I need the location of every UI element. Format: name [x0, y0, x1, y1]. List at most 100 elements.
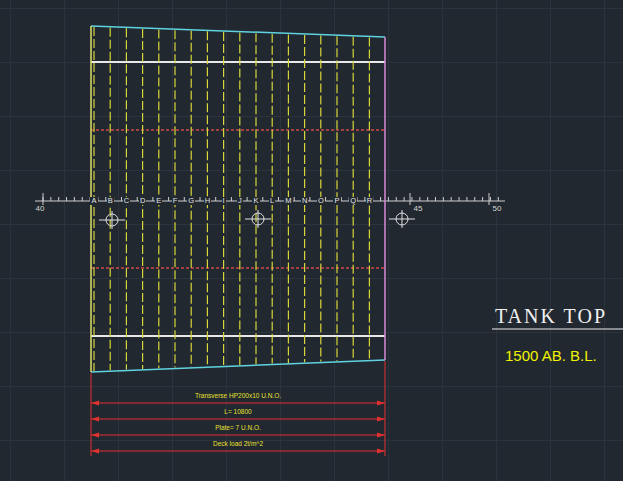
- frame-tick: [466, 197, 467, 201]
- frame-tick: [388, 197, 389, 201]
- frame-tick: [200, 197, 201, 201]
- frame-tick-major: [43, 193, 44, 205]
- dimension-arrow: [91, 417, 99, 422]
- girder-line: [91, 129, 385, 131]
- plate-edge: [91, 26, 385, 37]
- dimension-arrow: [91, 401, 99, 406]
- frame-letter: A: [90, 197, 97, 205]
- centreline-symbol: [389, 210, 415, 228]
- frame-letter: B: [107, 197, 114, 205]
- frame-letter: G: [187, 197, 195, 205]
- dimension-line: [91, 403, 385, 404]
- dimension-line: [91, 419, 385, 420]
- frame-letter: E: [155, 197, 162, 205]
- frame-letter: N: [301, 197, 308, 205]
- plate-edge: [91, 360, 385, 372]
- grid-line: [118, 0, 119, 481]
- dimension-arrow: [377, 417, 385, 422]
- frame-tick: [168, 197, 169, 201]
- grid-line: [0, 170, 623, 171]
- grid-line: [0, 440, 623, 441]
- frame-number: 50: [492, 205, 503, 213]
- frame-tick: [231, 197, 232, 201]
- frame-tick: [58, 197, 59, 201]
- grid-line: [604, 0, 605, 481]
- frame-tick: [474, 197, 475, 201]
- extension-line: [91, 373, 92, 456]
- grid-line: [496, 0, 497, 481]
- frame-tick-major: [489, 193, 490, 205]
- frame-letter: H: [204, 197, 211, 205]
- grid-line: [280, 0, 281, 481]
- grid-line: [64, 0, 65, 481]
- grid-line: [0, 386, 623, 387]
- frame-tick: [459, 197, 460, 201]
- frame-ticks: [43, 193, 498, 205]
- frame-tick: [152, 197, 153, 201]
- dimension-arrow: [377, 401, 385, 406]
- frame-tick: [184, 197, 185, 201]
- grid-line: [0, 62, 623, 63]
- grid-line: [0, 8, 623, 9]
- longitudinal-line: [91, 335, 385, 337]
- frame-tick: [278, 197, 279, 201]
- frame-number: 40: [35, 205, 46, 213]
- frame-letter: Q: [349, 197, 357, 205]
- plate-edge: [384, 37, 386, 360]
- dimension-arrow: [91, 433, 99, 438]
- symbol-line: [112, 211, 113, 229]
- extension-line: [385, 361, 386, 456]
- frame-tick: [309, 197, 310, 201]
- girder-line: [91, 267, 385, 269]
- dimension-line: [91, 435, 385, 436]
- dimension-arrow: [377, 449, 385, 454]
- frame-tick: [427, 197, 428, 201]
- frame-letter: R: [366, 197, 373, 205]
- dimension-line: [91, 451, 385, 452]
- frame-tick-major: [410, 193, 411, 205]
- frame-tick: [443, 197, 444, 201]
- longitudinal-line: [91, 61, 385, 63]
- frame-tick: [396, 197, 397, 201]
- symbol-line: [258, 210, 259, 228]
- frame-tick: [490, 197, 491, 201]
- frame-tick: [262, 197, 263, 201]
- frame-tick: [498, 197, 499, 201]
- grid-line: [10, 0, 11, 481]
- drawing-title: TANK TOP: [495, 306, 607, 326]
- frame-tick: [66, 197, 67, 201]
- frame-letter: D: [139, 197, 146, 205]
- grid-line: [550, 0, 551, 481]
- dimension-arrow: [91, 449, 99, 454]
- frame-tick: [74, 197, 75, 201]
- grid-line: [0, 278, 623, 279]
- dimension-text: Transverse HP200x10 U.N.O.: [195, 393, 281, 400]
- dimension-text: Plate= 7 U.N.O.: [215, 425, 261, 432]
- frame-tick: [215, 197, 216, 201]
- frame-tick: [294, 197, 295, 201]
- centreline-symbol: [245, 210, 271, 228]
- frame-letter: C: [123, 197, 130, 205]
- symbol-line: [402, 210, 403, 228]
- frame-tick: [411, 197, 412, 201]
- frame-number: 45: [413, 205, 424, 213]
- dimension-text: Deck load 2t/m^2: [213, 441, 263, 448]
- frame-letter: J: [237, 197, 243, 205]
- frame-tick: [325, 197, 326, 201]
- frame-tick: [341, 197, 342, 201]
- frame-tick: [419, 197, 420, 201]
- grid-line: [334, 0, 335, 481]
- frame-letter: K: [252, 197, 259, 205]
- dimension-arrow: [377, 433, 385, 438]
- frame-tick: [137, 197, 138, 201]
- frame-letter: L: [269, 197, 275, 205]
- frame-letter: M: [284, 197, 292, 205]
- frame-tick: [50, 197, 51, 201]
- frame-tick: [97, 197, 98, 201]
- title-underline: [492, 328, 623, 329]
- grid-line: [172, 0, 173, 481]
- level-note: 1500 AB. B.L.: [505, 348, 597, 363]
